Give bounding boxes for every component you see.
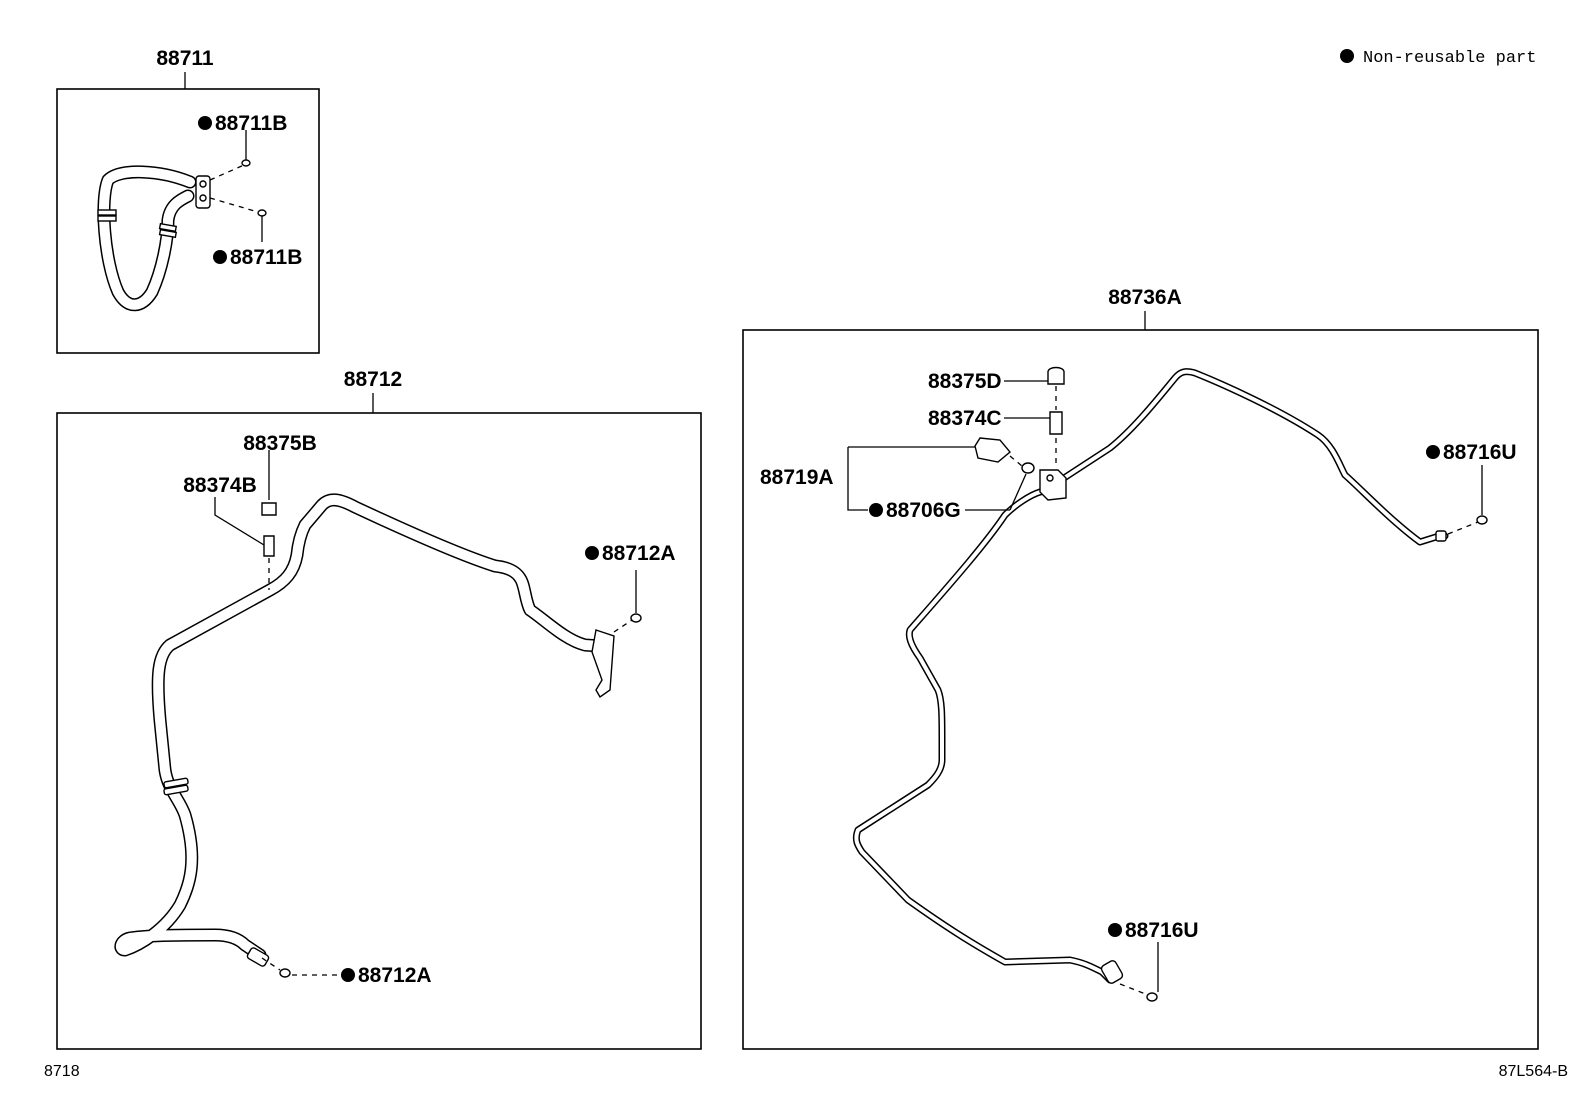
valve-88374c bbox=[1049, 411, 1063, 435]
label-88716u-right: 88716U bbox=[1443, 441, 1517, 464]
oring-88706g bbox=[1021, 462, 1035, 474]
cap-88375b bbox=[261, 502, 277, 516]
non-reusable-marker-icon bbox=[198, 116, 212, 130]
cap-88375d bbox=[1047, 366, 1065, 385]
footer-right-code: 87L564-B bbox=[1499, 1063, 1568, 1080]
label-88716u-bottom: 88716U bbox=[1125, 919, 1199, 942]
non-reusable-marker-icon bbox=[341, 968, 355, 982]
label-88374b: 88374B bbox=[183, 474, 257, 497]
label-88719a: 88719A bbox=[760, 466, 834, 489]
oring-88711b-top bbox=[241, 159, 251, 167]
group-title-88711: 88711 bbox=[156, 47, 214, 70]
group-88712: 88712 88375B 88374B 88712A 88712A bbox=[56, 368, 702, 1050]
label-88706g: 88706G bbox=[886, 499, 961, 522]
legend: Non-reusable part bbox=[1340, 49, 1536, 68]
non-reusable-marker-icon bbox=[1426, 445, 1440, 459]
label-88374c: 88374C bbox=[928, 407, 1002, 430]
group-88736a: 88736A 88375D 88374C bbox=[742, 286, 1539, 1050]
switch-88719a bbox=[974, 437, 1011, 463]
non-reusable-marker-icon bbox=[1340, 49, 1354, 63]
valve-88374b bbox=[263, 535, 275, 557]
oring-88712a-right bbox=[630, 613, 642, 623]
pipe-88712 bbox=[114, 493, 615, 967]
group-title-88712: 88712 bbox=[344, 368, 402, 391]
oring-88711b-bottom bbox=[257, 209, 267, 217]
label-88375b: 88375B bbox=[243, 432, 317, 455]
legend-text: Non-reusable part bbox=[1363, 49, 1536, 68]
oring-88712a-bottom bbox=[279, 968, 291, 978]
non-reusable-marker-icon bbox=[1108, 923, 1122, 937]
pipe-block-fitting bbox=[1039, 469, 1067, 501]
group-88711: 88711 88711B 88711B bbox=[56, 47, 320, 354]
oring-88716u-bottom bbox=[1146, 992, 1158, 1002]
group-box-88712 bbox=[56, 412, 702, 1050]
oring-88716u-right bbox=[1476, 515, 1488, 525]
label-88375d: 88375D bbox=[928, 370, 1002, 393]
hose-88711 bbox=[97, 165, 211, 312]
non-reusable-marker-icon bbox=[585, 546, 599, 560]
group-title-88736a: 88736A bbox=[1108, 286, 1182, 309]
label-88712a-right: 88712A bbox=[602, 542, 676, 565]
label-88711b-top: 88711B bbox=[215, 112, 287, 135]
footer-left-code: 8718 bbox=[44, 1063, 80, 1080]
label-88712a-bottom: 88712A bbox=[358, 964, 432, 987]
group-box-88736a bbox=[742, 329, 1539, 1050]
group-box-88711 bbox=[56, 88, 320, 354]
label-88711b-bottom: 88711B bbox=[230, 246, 302, 269]
non-reusable-marker-icon bbox=[869, 503, 883, 517]
non-reusable-marker-icon bbox=[213, 250, 227, 264]
pipe-88736a bbox=[852, 368, 1449, 984]
